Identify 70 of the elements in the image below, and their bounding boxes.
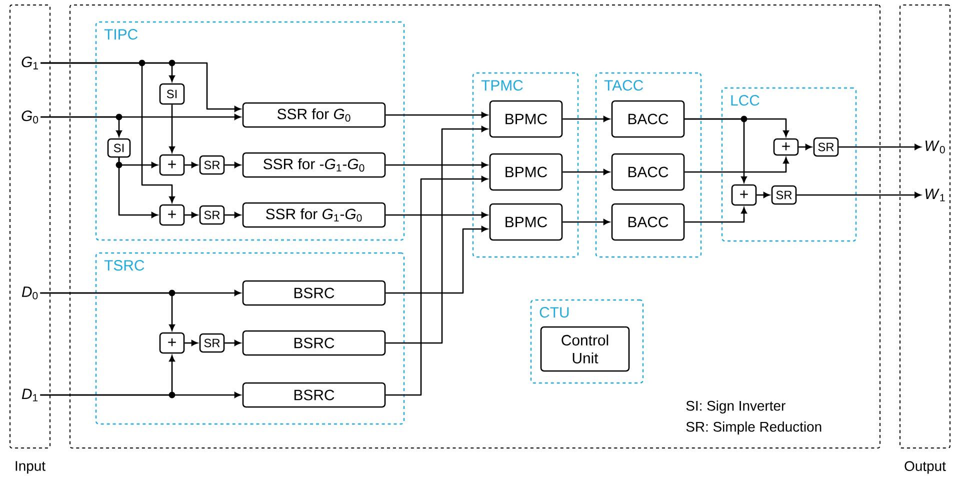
arrow	[224, 340, 241, 346]
arrow	[562, 169, 610, 175]
signal-label: G$_{1}$	[22, 56, 38, 70]
arrow	[386, 126, 488, 344]
arrow	[386, 212, 488, 218]
adder-box: +	[773, 138, 799, 156]
arrow	[684, 207, 747, 223]
arrow	[684, 157, 789, 173]
block-box: SSR for G$_{0}$	[242, 102, 386, 128]
arrow	[184, 340, 198, 346]
block-box: BSRC	[242, 330, 386, 356]
block-box: SI	[159, 83, 185, 105]
group-heading: LCC	[731, 95, 760, 106]
arrow	[169, 104, 175, 153]
block-box: BPMC	[489, 100, 563, 138]
block-box: SI	[107, 138, 131, 158]
arrow	[40, 292, 175, 331]
signal-label: W$_{1}$	[926, 188, 945, 202]
adder-box: +	[159, 332, 185, 354]
block-box: BACC	[611, 203, 685, 241]
group-heading: TSRC	[104, 260, 144, 271]
signal-label: D$_{0}$	[22, 286, 38, 300]
block-box: SSR for G$_{1}$-G$_{0}$	[242, 202, 386, 228]
group-heading: TPMC	[481, 80, 523, 91]
block-box: BPMC	[489, 203, 563, 241]
arrow	[386, 176, 488, 396]
arrow	[386, 226, 488, 294]
signal-label: W$_{0}$	[926, 140, 945, 154]
arrow	[838, 144, 921, 150]
arrow	[562, 116, 610, 122]
arrow	[184, 162, 198, 168]
adder-box: +	[731, 184, 757, 206]
arrow	[40, 355, 175, 396]
adder-box: +	[159, 204, 185, 226]
group-heading: CTU	[540, 307, 569, 318]
block-box: SR	[199, 333, 225, 353]
block-box: SR	[813, 137, 839, 157]
block-box: BACC	[611, 100, 685, 138]
block-box: BSRC	[242, 280, 386, 306]
arrow	[562, 219, 610, 225]
arrow	[386, 112, 488, 118]
arrow	[224, 212, 241, 218]
arrow	[184, 212, 198, 218]
signal-label: G$_{0}$	[22, 110, 38, 124]
arrow	[796, 192, 921, 198]
block-box: BACC	[611, 153, 685, 191]
block-box: SSR for -G$_{1}$-G$_{0}$	[242, 152, 386, 178]
arrow	[40, 116, 122, 137]
frame-label: Output	[904, 461, 946, 474]
arrow	[224, 162, 241, 168]
arrow	[684, 118, 747, 183]
group-heading: TIPC	[104, 29, 138, 40]
frame-label: Input	[16, 461, 46, 474]
arrow	[40, 62, 175, 203]
dashed-frame	[70, 4, 880, 448]
arrow	[756, 192, 770, 198]
control-unit-box: Control Unit	[540, 326, 630, 372]
block-box: SR	[771, 185, 797, 205]
group-heading: TACC	[604, 80, 644, 91]
block-box: BPMC	[489, 153, 563, 191]
block-box: BSRC	[242, 382, 386, 408]
note-text: SR: Simple Reduction	[686, 422, 822, 434]
note-text: SI: Sign Inverter	[686, 400, 786, 414]
block-box: SR	[199, 155, 225, 175]
block-box: SR	[199, 205, 225, 225]
adder-box: +	[159, 154, 185, 176]
arrow	[386, 162, 488, 168]
arrow	[118, 158, 158, 218]
arrow	[798, 144, 812, 150]
signal-label: D$_{1}$	[22, 388, 38, 402]
